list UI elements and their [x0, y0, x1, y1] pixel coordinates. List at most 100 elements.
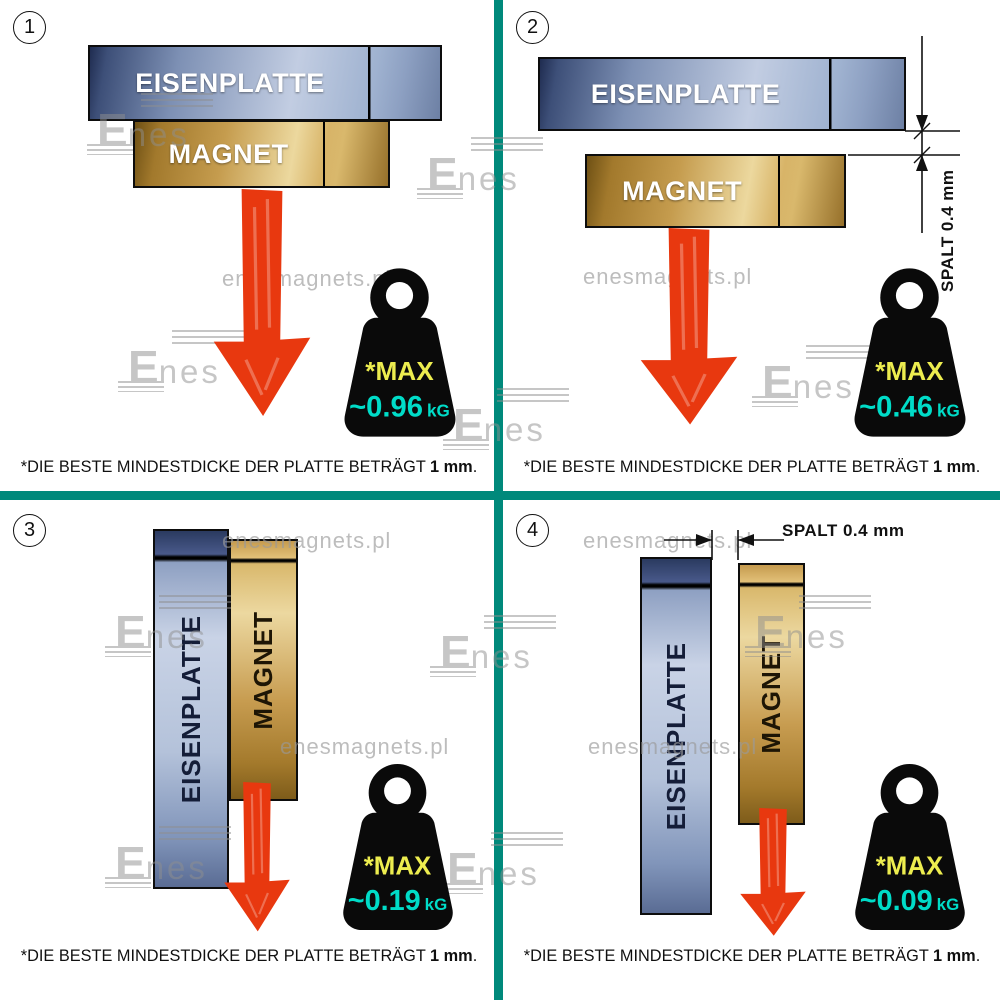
- panel-2-weight-unit: kG: [937, 401, 960, 420]
- watermark-logo-lines-icon: [105, 877, 151, 888]
- panel-4-iron-plate: EISENPLATTE: [640, 557, 712, 915]
- panel-2-number-text: 2: [526, 16, 539, 38]
- panel-4-weight-unit: kG: [937, 895, 960, 914]
- watermark-logo-lines-icon: [745, 646, 791, 657]
- panel-2-iron-plate-label: EISENPLATTE: [590, 78, 781, 109]
- watermark-logo-lines-icon: [799, 595, 871, 610]
- watermark-logo-lines-icon: [105, 646, 151, 657]
- panel-2-footnote-end: .: [975, 457, 981, 476]
- panel-1-weight-unit: kG: [427, 401, 450, 420]
- watermark-logo-lines-icon: [118, 381, 164, 392]
- watermark-logo-lines-icon: [172, 330, 244, 345]
- panel-2-magnet: MAGNET: [585, 154, 846, 228]
- panel-2-number: 2: [516, 11, 549, 44]
- watermark-logo-lines-icon: [484, 615, 556, 630]
- horizontal-divider: [0, 491, 1000, 500]
- watermark-logo-lines-icon: [141, 93, 213, 108]
- panel-4-footnote-end: .: [975, 946, 981, 965]
- watermark-logo: Enes: [437, 832, 563, 896]
- panel-1-iron-plate-label: EISENPLATTE: [135, 67, 325, 98]
- panel-2-footnote-bold: 1 mm: [933, 457, 976, 476]
- panel-4-gap-label-word: SPALT: [782, 521, 838, 540]
- panel-3-footnote-bold: 1 mm: [430, 946, 473, 965]
- watermark-logo: Enes: [417, 137, 543, 201]
- watermark-site-text: enesmagnets.pl: [588, 734, 758, 759]
- panel-1-number: 1: [13, 11, 46, 44]
- panel-4-number-text: 4: [526, 519, 539, 541]
- panel-4-footnote-text: *DIE BESTE MINDESTDICKE DER PLATTE BETRÄ…: [523, 946, 929, 965]
- panel-1-max-label: *MAX: [365, 356, 434, 386]
- panel-3-number-text: 3: [23, 519, 36, 541]
- watermark-site-text: enesmagnets.pl: [280, 734, 450, 759]
- watermark-logo: Enes: [430, 615, 556, 679]
- panel-4-max-label: *MAX: [876, 852, 944, 880]
- panel-4-footnote: *DIE BESTE MINDESTDICKE DER PLATTE BETRÄ…: [515, 946, 989, 966]
- panel-3-footnote-text: *DIE BESTE MINDESTDICKE DER PLATTE BETRÄ…: [20, 946, 426, 965]
- watermark-logo-lines-icon: [471, 137, 543, 152]
- watermark-logo: Enes: [443, 388, 569, 452]
- panel-4-force-arrow-icon: [740, 808, 806, 936]
- panel-3-weight-unit: kG: [425, 895, 448, 914]
- watermark-logo-lines-icon: [87, 144, 133, 155]
- panel-3-magnet-label: MAGNET: [248, 610, 278, 730]
- watermark-logo: Enes: [752, 345, 878, 409]
- panel-2-max-label: *MAX: [875, 356, 944, 386]
- watermark-logo: Enes: [745, 595, 871, 659]
- panel-1-footnote-text: *DIE BESTE MINDESTDICKE DER PLATTE BETRÄ…: [20, 457, 426, 476]
- panel-1-footnote-end: .: [472, 457, 478, 476]
- watermark-logo-lines-icon: [752, 396, 798, 407]
- panel-1-magnet: MAGNET: [133, 120, 390, 188]
- watermark-logo-lines-icon: [806, 345, 878, 360]
- watermark-site-text: enesmagnets.pl: [222, 528, 392, 553]
- watermark-site-text: enesmagnets.pl: [583, 264, 753, 289]
- panel-3-weight-number: ~0.19: [348, 885, 421, 917]
- watermark-logo-lines-icon: [491, 832, 563, 847]
- watermark-logo: Enes: [118, 330, 244, 394]
- panel-3-magnet: MAGNET: [229, 539, 298, 801]
- panel-4-gap-dimension-lines: [664, 530, 784, 560]
- watermark-logo-lines-icon: [159, 595, 231, 610]
- panel-4-footnote-bold: 1 mm: [933, 946, 976, 965]
- watermark-logo-lines-icon: [437, 883, 483, 894]
- panel-1-number-text: 1: [23, 16, 36, 38]
- panel-1-footnote: *DIE BESTE MINDESTDICKE DER PLATTE BETRÄ…: [12, 457, 486, 477]
- panel-1-magnet-label: MAGNET: [168, 138, 289, 169]
- panel-2-iron-plate: EISENPLATTE: [538, 57, 906, 131]
- panel-3-footnote-end: .: [472, 946, 478, 965]
- panel-4-gap-label-value: 0.4 mm: [842, 521, 905, 540]
- vertical-divider: [494, 0, 503, 1000]
- panel-2-footnote-text: *DIE BESTE MINDESTDICKE DER PLATTE BETRÄ…: [523, 457, 929, 476]
- panel-1-weight-number: ~0.96: [349, 391, 423, 423]
- panel-2-weight-number: ~0.46: [859, 391, 933, 423]
- panel-1-force-arrow-icon: [213, 189, 311, 416]
- panel-2-gap-label-value: 0.4 mm: [938, 169, 957, 232]
- watermark-logo: Enes: [105, 826, 231, 890]
- watermark-logo-lines-icon: [159, 826, 231, 841]
- panel-4-magnet: MAGNET: [738, 563, 805, 825]
- panel-3-footnote: *DIE BESTE MINDESTDICKE DER PLATTE BETRÄ…: [12, 946, 486, 966]
- panel-2-force-arrow-icon: [640, 228, 738, 425]
- panel-4-weight-number: ~0.09: [860, 885, 933, 917]
- watermark-logo: Enes: [87, 93, 213, 157]
- panel-4-number: 4: [516, 514, 549, 547]
- panel-3-number: 3: [13, 514, 46, 547]
- watermark-logo-lines-icon: [417, 188, 463, 199]
- panel-2-footnote: *DIE BESTE MINDESTDICKE DER PLATTE BETRÄ…: [515, 457, 989, 477]
- watermark-logo-lines-icon: [430, 666, 476, 677]
- watermark-logo-lines-icon: [443, 439, 489, 450]
- watermark-logo: Enes: [105, 595, 231, 659]
- panel-1-footnote-bold: 1 mm: [430, 457, 473, 476]
- watermark-logo-lines-icon: [497, 388, 569, 403]
- panel-4-gap-label: SPALT 0.4 mm: [782, 521, 905, 541]
- panel-2-gap-dimension-lines: [848, 36, 960, 233]
- panel-2-magnet-label: MAGNET: [622, 175, 743, 206]
